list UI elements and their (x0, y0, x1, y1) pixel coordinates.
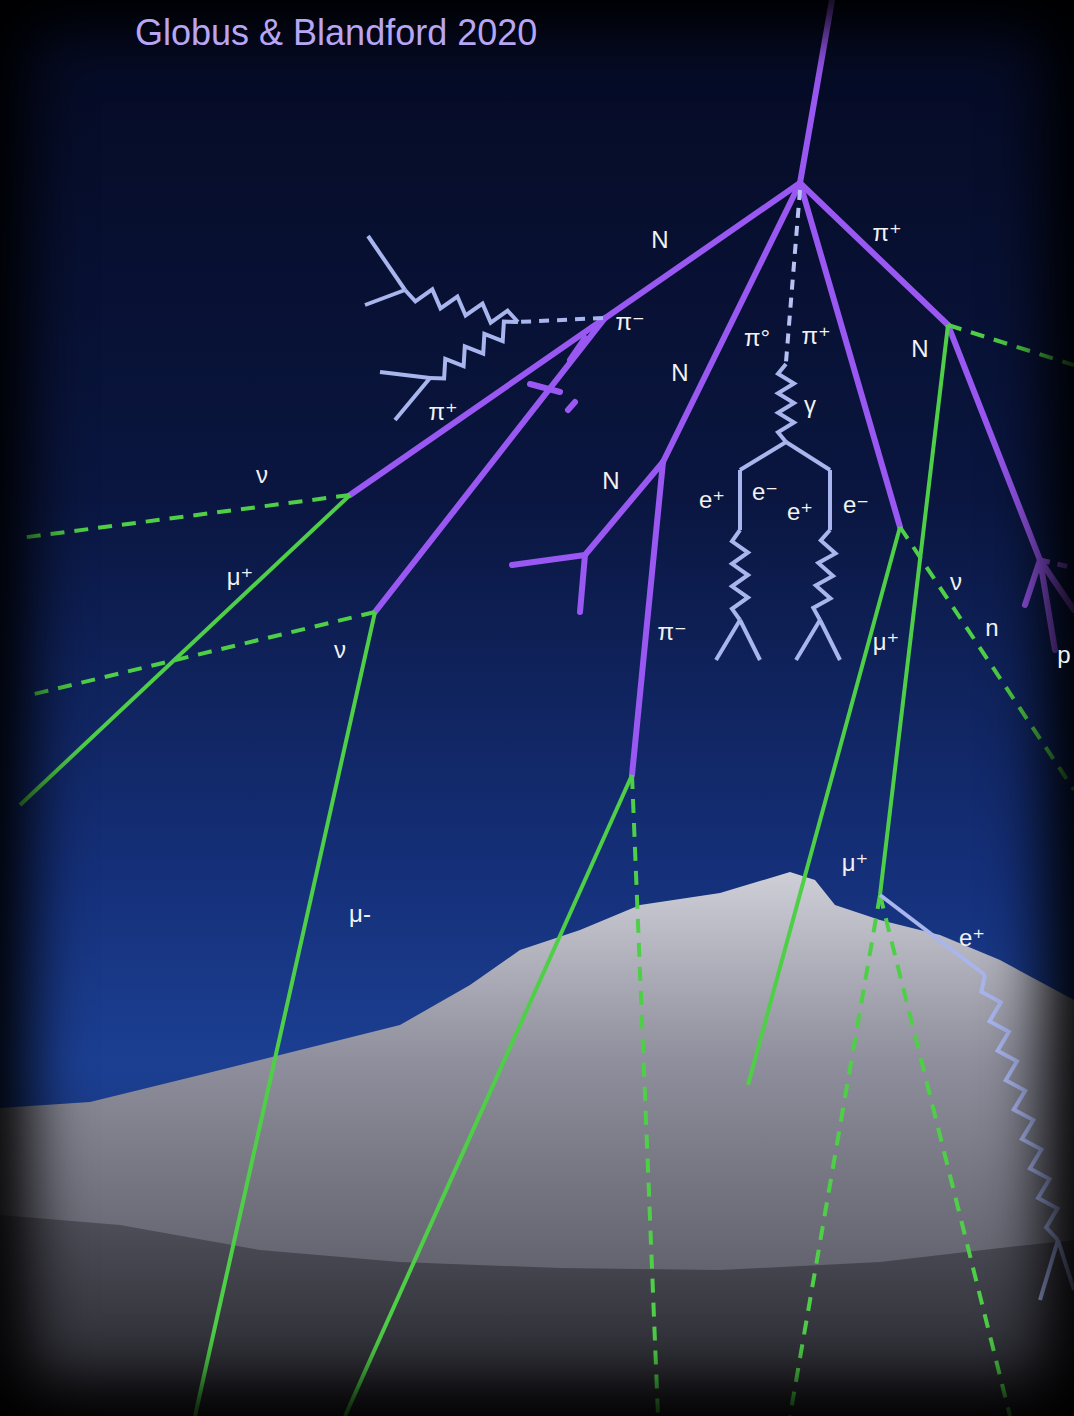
particle-label: e⁻ (843, 493, 869, 517)
particle-label: μ⁺ (227, 565, 254, 589)
hadron-tracks (350, 0, 1074, 775)
foreground-ridge (0, 1215, 1074, 1416)
particle-label: e⁺ (699, 488, 725, 512)
particle-label: μ⁺ (842, 851, 869, 875)
particle-label: π⁺ (428, 400, 457, 424)
neutral-pion-track (786, 190, 800, 362)
muon-tracks (20, 325, 948, 1416)
particle-label: N (911, 337, 928, 361)
particle-label: π⁻ (657, 620, 686, 644)
particle-label: N (602, 469, 619, 493)
electromagnetic-tracks (365, 236, 1074, 1300)
particle-label: e⁻ (752, 480, 778, 504)
particle-label: p (1057, 643, 1070, 667)
particle-label: μ⁺ (873, 630, 900, 654)
photon-zigzag (732, 530, 748, 620)
particle-label: ν (256, 463, 268, 487)
photon-zigzag (778, 364, 794, 442)
mountain (0, 872, 1074, 1416)
particle-label: ν (950, 570, 962, 594)
particle-label: μ- (349, 902, 371, 926)
particle-label: π⁻ (615, 310, 644, 334)
neutrino-track (1040, 560, 1074, 568)
particle-label: π⁺ (801, 324, 830, 348)
particle-label: π° (744, 326, 770, 350)
photon-zigzag (981, 975, 1058, 1240)
photon-zigzag (813, 530, 835, 620)
particle-label: γ (804, 393, 816, 417)
particle-label: N (671, 361, 688, 385)
particle-label: N (651, 228, 668, 252)
neutrino-tracks (20, 325, 1074, 1416)
photon-zigzag (405, 289, 518, 322)
particle-label: n (985, 616, 998, 640)
credit-title: Globus & Blandford 2020 (135, 12, 537, 54)
particle-label: ν (334, 638, 346, 662)
particle-label: π⁺ (872, 221, 901, 245)
particle-label: e⁺ (787, 500, 813, 524)
photon-zigzag (430, 322, 518, 379)
particle-label: e⁺ (959, 926, 985, 950)
